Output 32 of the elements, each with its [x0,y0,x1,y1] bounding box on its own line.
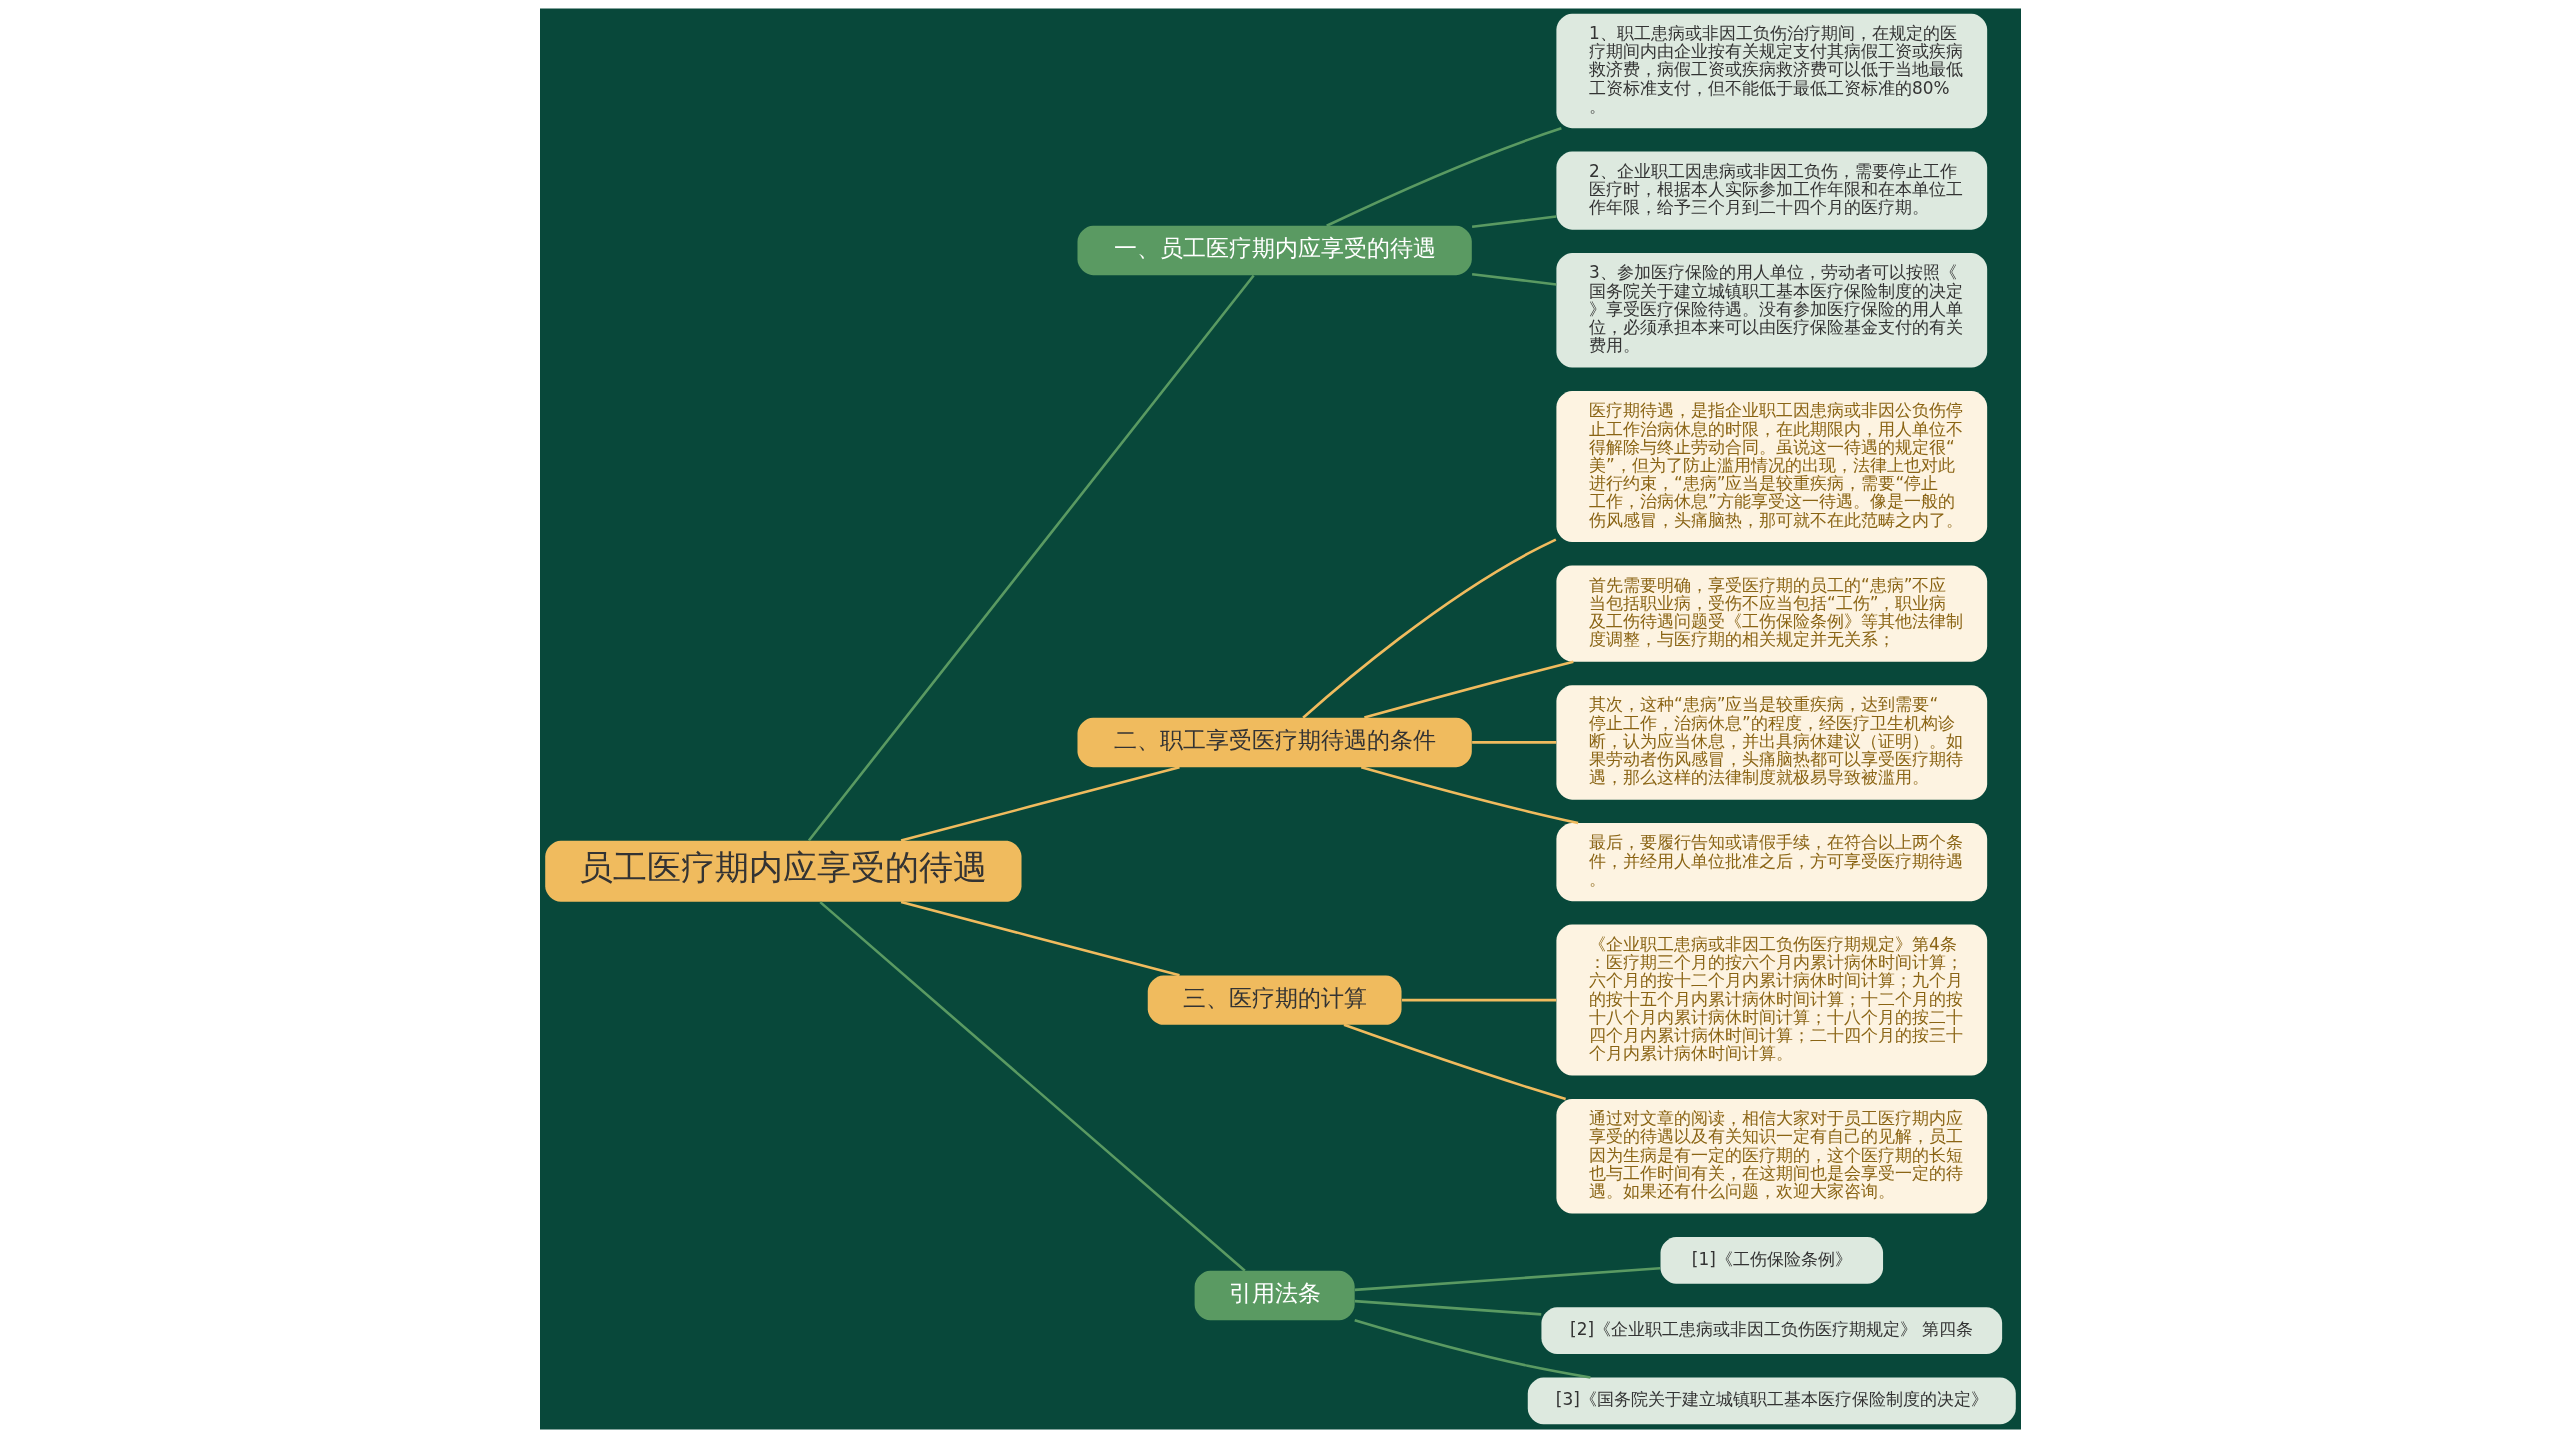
node-box: 《企业职工患病或非因工负伤医疗期规定》第4条：医疗期三个月的按六个月内累计病休时间计算；六个月的按十二个月内累计病休时间计算；九个月的按十五个月内累计病休时间计算；十二个月的按十八个月内累计病休时间计算；十八个月的按二十四个月内累计病休时间计算；二十四个月的按三十个月内累计病休时间计算。 [1555,924,1987,1076]
connector [807,274,1255,842]
connector [1401,998,1556,1002]
connector [1325,127,1562,227]
connector [1354,1266,1660,1292]
connector [1471,272,1556,286]
node-box: 引用法条 [1194,1270,1355,1321]
connector [900,765,1180,842]
connector [818,901,1246,1272]
connector [1354,1299,1541,1316]
node-box: 员工医疗期内应享受的待遇 [544,840,1021,902]
node-box: 二、职工享受医疗期待遇的条件 [1077,717,1472,768]
node-box: [3]《国务院关于建立城镇职工基本医疗保险制度的决定》 [1527,1377,2016,1425]
node-box: 首先需要明确，享受医疗期的员工的“患病”不应当包括职业病，受伤不应当包括“工伤”，职业病及工伤待遇问题受《工伤保险条例》等其他法律制度调整，与医疗期的相关规定并无关系； [1555,565,1987,662]
node-box: 最后，要履行告知或请假手续，在符合以上两个条件，并经用人单位批准之后，方可享受医疗期待遇。 [1555,823,1987,902]
node-box: 其次，这种“患病”应当是较重疾病，达到需要“停止工作，治病休息”的程度，经医疗卫生机构诊断，认为应当休息，并出具病休建议（证明）。如果劳动者伤风感冒，头痛脑热都可以享受医疗期待遇，那么这样的法律制度就极易导致被滥用。 [1555,685,1987,800]
node-box: 3、参加医疗保险的用人单位，劳动者可以按照《国务院关于建立城镇职工基本医疗保险制度的决定》享受医疗保险待遇。没有参加医疗保险的用人单位，必须承担本来可以由医疗保险基金支付的有关费用。 [1555,253,1987,368]
connector [1343,1023,1566,1101]
connector [1363,660,1574,719]
node-box: [2]《企业职工患病或非因工负伤医疗期规定》 第四条 [1540,1307,2002,1355]
connector [1301,538,1556,719]
node-box: 医疗期待遇，是指企业职工因患病或非因公负伤停止工作治病休息的时限，在此期限内，用人单位不得解除与终止劳动合同。虽说这一待遇的规定很“美”，但为了防止滥用情况的出现，法律上也对此进行约束，“患病”应当是较重疾病，需要“停止工作，治病休息”方能享受这一待遇。像是一般的伤风感冒，头痛脑热，那可就不在此范畴之内了。 [1555,391,1987,542]
connector [1471,741,1556,744]
node-box: [1]《工伤保险条例》 [1660,1236,1883,1284]
connector [1471,215,1556,229]
node-box: 2、企业职工因患病或非因工负伤，需要停止工作医疗时，根据本人实际参加工作年限和在本单位工作年限，给予三个月到二十四个月的医疗期。 [1555,151,1987,230]
node-box: 三、医疗期的计算 [1147,975,1402,1025]
connector [1360,765,1578,825]
node-box: 一、员工医疗期内应享受的待遇 [1077,225,1472,276]
node-box: 1、职工患病或非因工负伤治疗期间，在规定的医疗期间内由企业按有关规定支付其病假工资或疾病救济费，病假工资或疾病救济费可以低于当地最低工资标准支付，但不能低于最低工资标准的80%。 [1555,13,1987,129]
node-box: 通过对文章的阅读，相信大家对于员工医疗期内应享受的待遇以及有关知识一定有自己的见解，员工因为生病是有一定的医疗期的，这个医疗期的长短也与工作时间有关，在这期间也是会享受一定的待遇。如果还有什么问题，欢迎大家咨询。 [1555,1099,1987,1214]
connector [900,900,1180,977]
